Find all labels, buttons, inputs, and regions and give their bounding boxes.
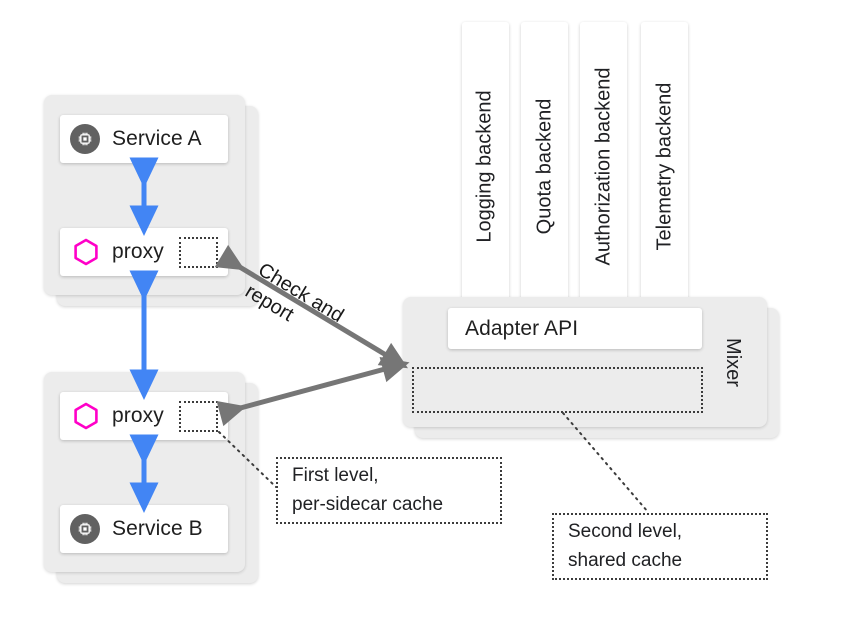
envoy-hexagon-icon	[70, 400, 102, 432]
envoy-hexagon-icon	[70, 236, 102, 268]
callout-second-level-cache: Second level, shared cache	[552, 513, 768, 580]
service-b-proxy-label: proxy	[112, 404, 164, 427]
check-and-report-label: Check and report	[240, 258, 348, 350]
mixer-label: Mixer	[721, 337, 744, 387]
service-a-label: Service A	[112, 127, 202, 150]
callout-first-level-cache: First level, per-sidecar cache	[276, 457, 502, 524]
cpu-chip-icon	[70, 124, 100, 154]
cpu-chip-icon	[70, 514, 100, 544]
service-a-proxy-box[interactable]: proxy	[60, 228, 228, 276]
service-b-proxy-box[interactable]: proxy	[60, 392, 228, 440]
adapter-api-label: Adapter API	[465, 316, 579, 340]
backend-column-logging[interactable]: Logging backend	[462, 22, 509, 310]
service-a-proxy-cache	[179, 237, 218, 268]
callout-second-level-line2: shared cache	[568, 549, 683, 571]
backend-label-telemetry: Telemetry backend	[653, 82, 675, 250]
service-a-proxy-label: proxy	[112, 240, 164, 263]
adapter-api-box[interactable]: Adapter API	[448, 308, 702, 349]
service-a-box[interactable]: Service A	[60, 115, 228, 163]
backend-label-logging: Logging backend	[474, 89, 497, 243]
service-b-label: Service B	[112, 517, 203, 540]
second-level-shared-cache	[412, 367, 703, 413]
backend-column-telemetry[interactable]: Telemetry backend	[641, 22, 688, 310]
service-b-box[interactable]: Service B	[60, 505, 228, 553]
mixer-label-wrap: Mixer	[707, 300, 757, 424]
backend-column-authorization[interactable]: Authorization backend	[580, 22, 627, 310]
service-b-proxy-cache	[179, 401, 218, 432]
callout-first-level-line1: First level,	[292, 465, 379, 486]
backend-column-quota[interactable]: Quota backend	[521, 22, 568, 310]
callout-second-level-line1: Second level,	[568, 521, 683, 542]
backend-label-authorization: Authorization backend	[592, 67, 615, 265]
backend-label-quota: Quota backend	[533, 98, 555, 234]
callout-first-level-line2: per-sidecar cache	[292, 493, 444, 515]
